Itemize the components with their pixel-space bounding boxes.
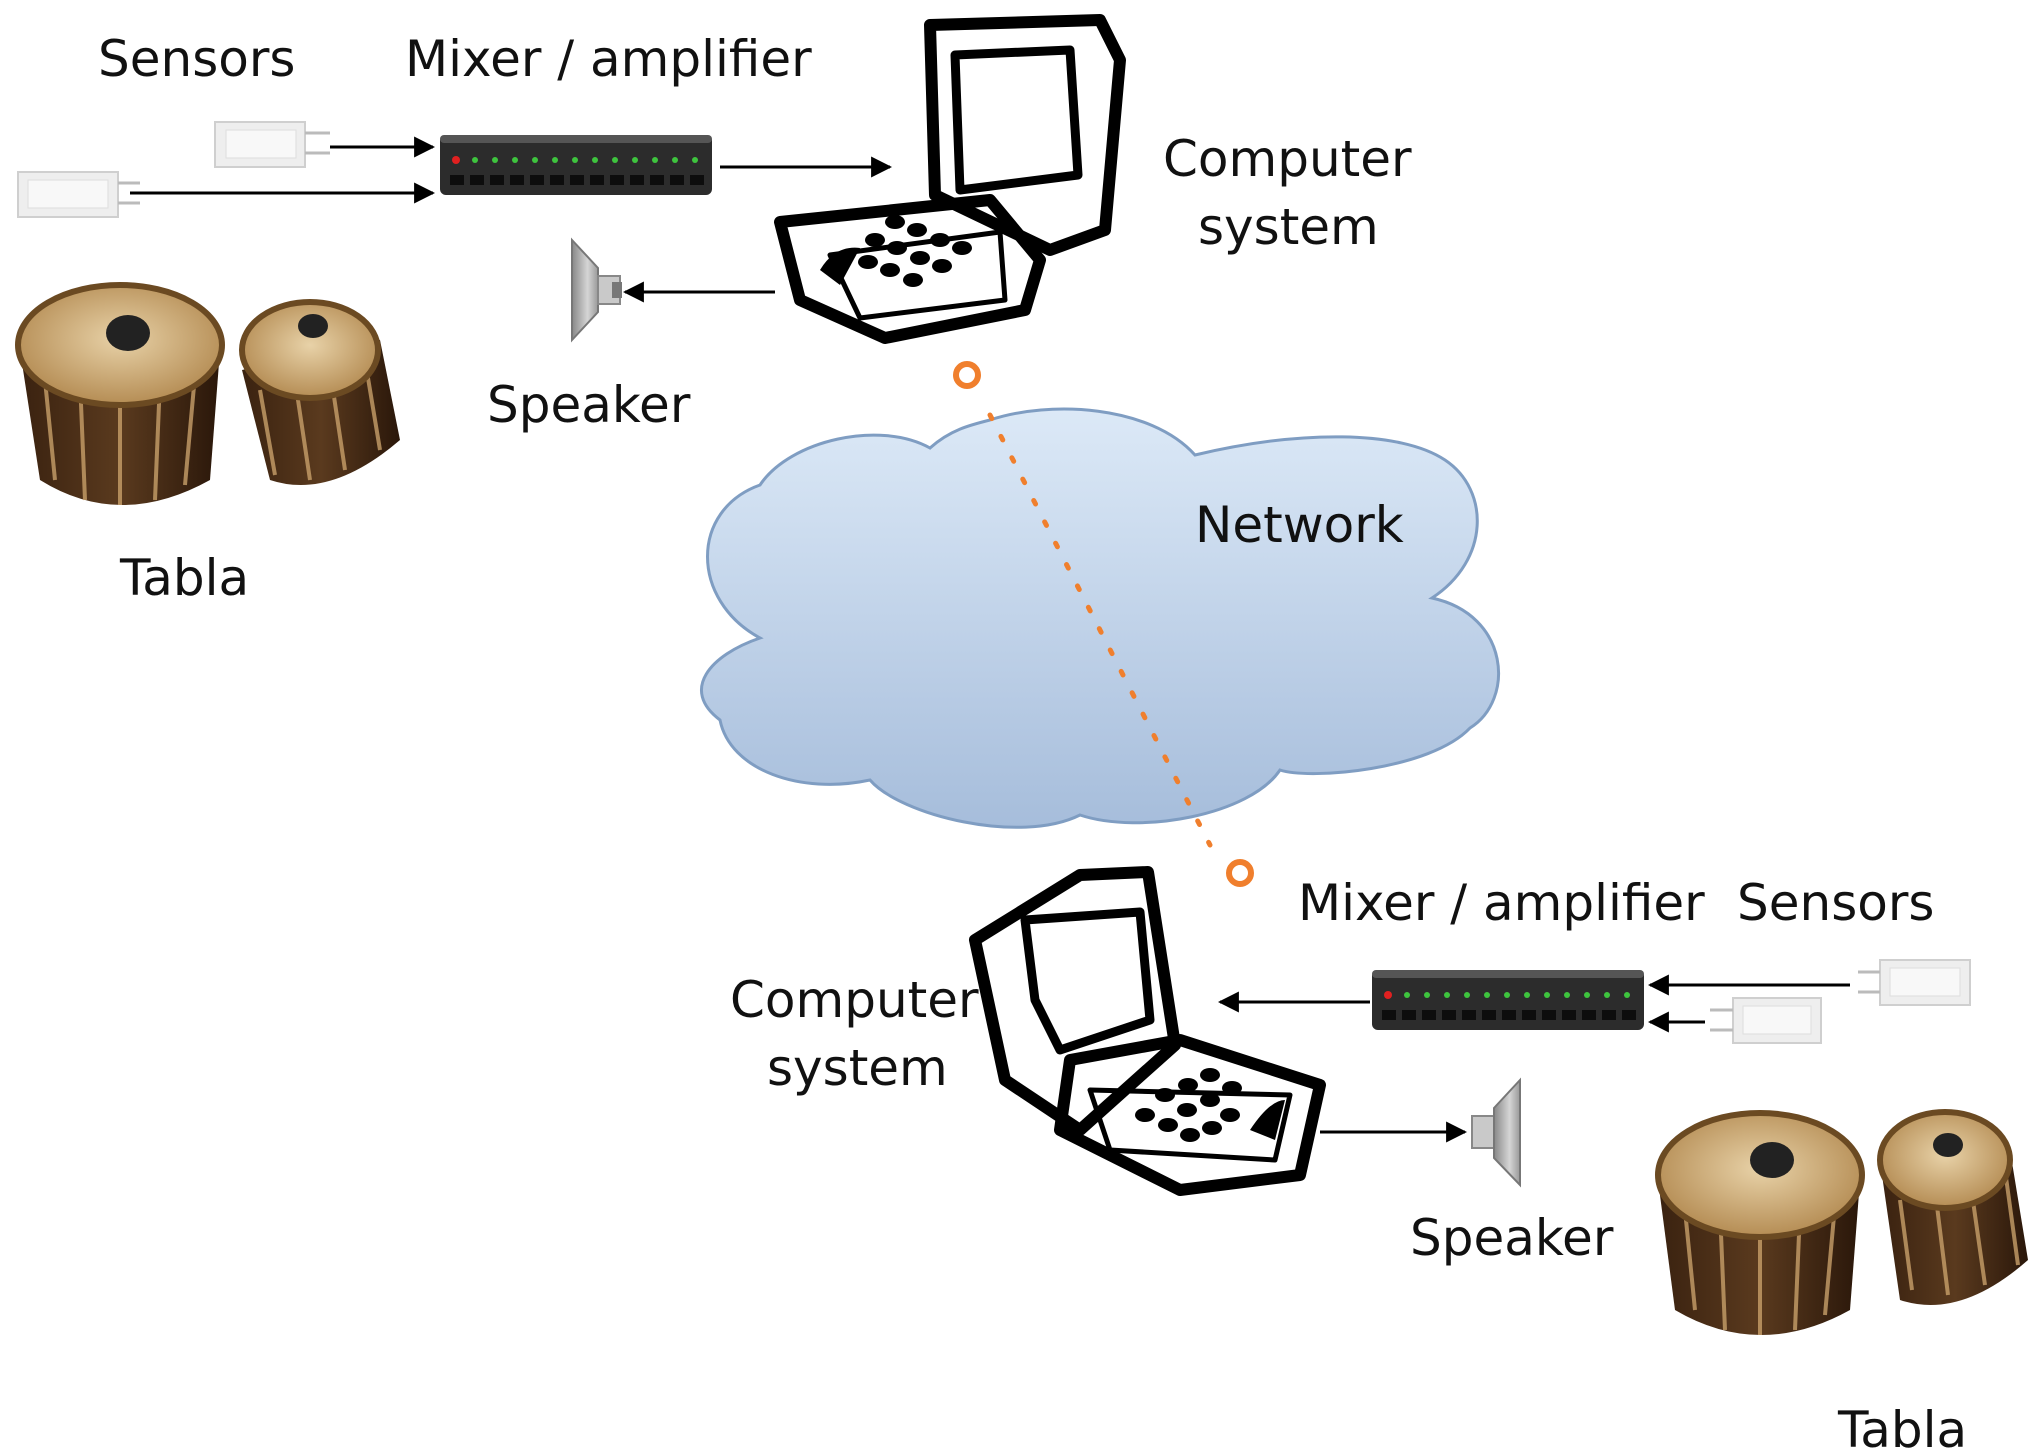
- tabla-icon: [15, 282, 400, 505]
- connection-endpoint-bottom: [1226, 859, 1254, 887]
- laptop-icon: [969, 866, 1326, 1196]
- tabla-label-bottom: Tabla: [1837, 1401, 1967, 1456]
- speaker-icon: [571, 237, 622, 343]
- computer-label-top-line2: system: [1198, 198, 1379, 256]
- sensor-icon: [214, 121, 330, 168]
- sensors-label-bottom: Sensors: [1737, 874, 1934, 932]
- connection-endpoint-top: [953, 361, 981, 389]
- tabla-icon: [1655, 1109, 2028, 1335]
- mixer-label-top: Mixer / amplifier: [405, 30, 812, 88]
- tabla-label-top: Tabla: [119, 549, 249, 607]
- computer-label-bottom-line1: Computer: [730, 971, 979, 1029]
- speaker-icon: [1471, 1077, 1521, 1188]
- mixer-label-bottom: Mixer / amplifier: [1298, 874, 1705, 932]
- mixer-icon: [440, 135, 712, 195]
- speaker-label-top: Speaker: [487, 376, 691, 434]
- network-connection-line: [987, 412, 1213, 848]
- computer-label-top-line1: Computer: [1163, 130, 1412, 188]
- cloud-icon: [700, 407, 1501, 829]
- mixer-icon: [1372, 970, 1644, 1030]
- sensor-icon: [17, 171, 140, 218]
- sensor-icon: [1858, 959, 1971, 1006]
- sensors-label-top: Sensors: [98, 30, 295, 88]
- network-label: Network: [1195, 496, 1404, 554]
- speaker-label-bottom: Speaker: [1410, 1209, 1614, 1267]
- laptop-icon: [774, 14, 1126, 344]
- computer-label-bottom-line2: system: [767, 1039, 948, 1097]
- sensor-icon: [1710, 997, 1822, 1044]
